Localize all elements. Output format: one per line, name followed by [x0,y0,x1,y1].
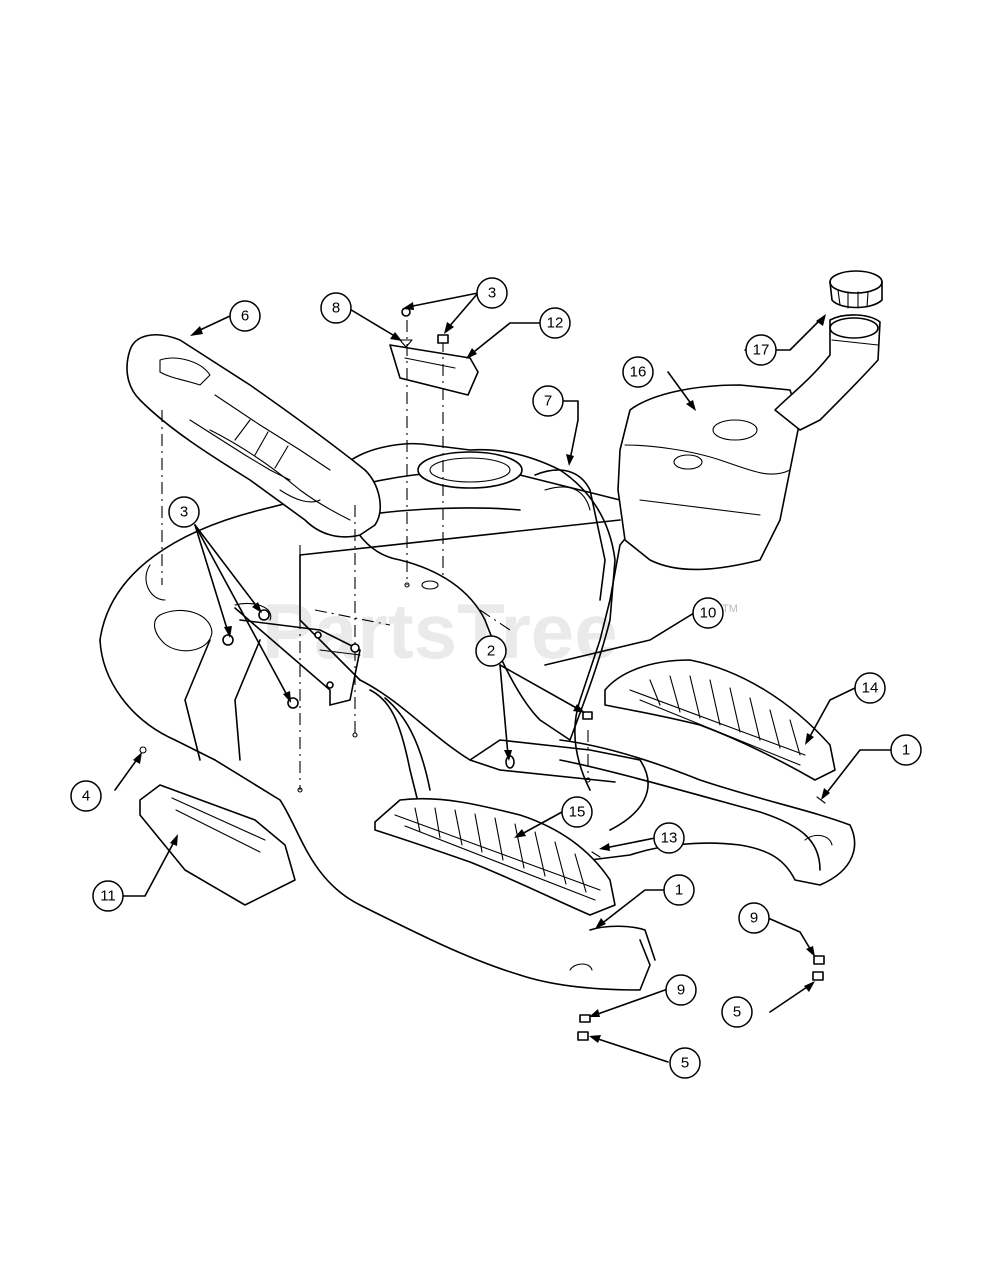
svg-text:12: 12 [547,315,564,332]
svg-text:5: 5 [733,1004,741,1021]
callout-3-left: 3 [168,496,200,528]
svg-text:9: 9 [677,982,685,999]
svg-text:6: 6 [241,308,249,325]
svg-text:3: 3 [488,285,496,302]
body-panel [99,471,856,991]
callout-8: 8 [320,292,352,324]
tank-shroud [617,270,883,571]
watermark-text: PartsTree [262,587,618,675]
svg-text:5: 5 [681,1055,689,1072]
leader-lines [114,292,893,1063]
svg-text:4: 4 [82,788,90,805]
callout-14: 14 [854,672,886,704]
svg-text:2: 2 [487,643,495,660]
callout-9-right: 9 [738,902,770,934]
svg-text:15: 15 [569,804,586,821]
callout-13: 13 [653,822,685,854]
watermark-trademark: TM [722,603,738,615]
callout-16: 16 [622,356,654,388]
callout-1-bottom: 1 [663,874,695,906]
callout-10: 10 [692,597,724,629]
callout-3-top: 3 [476,277,508,309]
assembly-lines [161,320,589,790]
fuel-tank [344,442,616,741]
svg-text:17: 17 [753,342,770,359]
callout-9-bottom: 9 [665,974,697,1006]
callouts: 6 8 3 12 17 16 7 3 10 2 14 1 4 15 13 11 … [70,277,922,1079]
svg-text:10: 10 [700,605,717,622]
callout-15: 15 [561,796,593,828]
svg-text:14: 14 [862,680,879,697]
callout-1-right: 1 [890,734,922,766]
callout-6: 6 [229,300,261,332]
callout-2: 2 [475,635,507,667]
svg-text:16: 16 [630,364,647,381]
callout-17: 17 [745,334,777,366]
callout-5-bottom: 5 [669,1047,701,1079]
callout-4: 4 [70,780,102,812]
svg-text:11: 11 [100,888,116,905]
svg-text:13: 13 [661,830,678,847]
support-bracket [184,607,361,761]
callout-12: 12 [539,307,571,339]
svg-text:7: 7 [544,393,552,410]
foot-plate-rear [604,659,836,781]
svg-text:1: 1 [902,742,910,759]
svg-text:9: 9 [750,910,758,927]
callout-11: 11 [92,880,124,912]
hardware [139,307,826,1041]
svg-text:3: 3 [180,504,188,521]
callout-5-right: 5 [721,996,753,1028]
svg-text:8: 8 [332,300,340,317]
callout-7: 7 [532,385,564,417]
bracket-plate [389,344,479,396]
foot-plate-front [374,797,616,916]
console-panel [126,334,381,538]
emblem-plate [139,784,296,906]
svg-text:1: 1 [675,882,683,899]
